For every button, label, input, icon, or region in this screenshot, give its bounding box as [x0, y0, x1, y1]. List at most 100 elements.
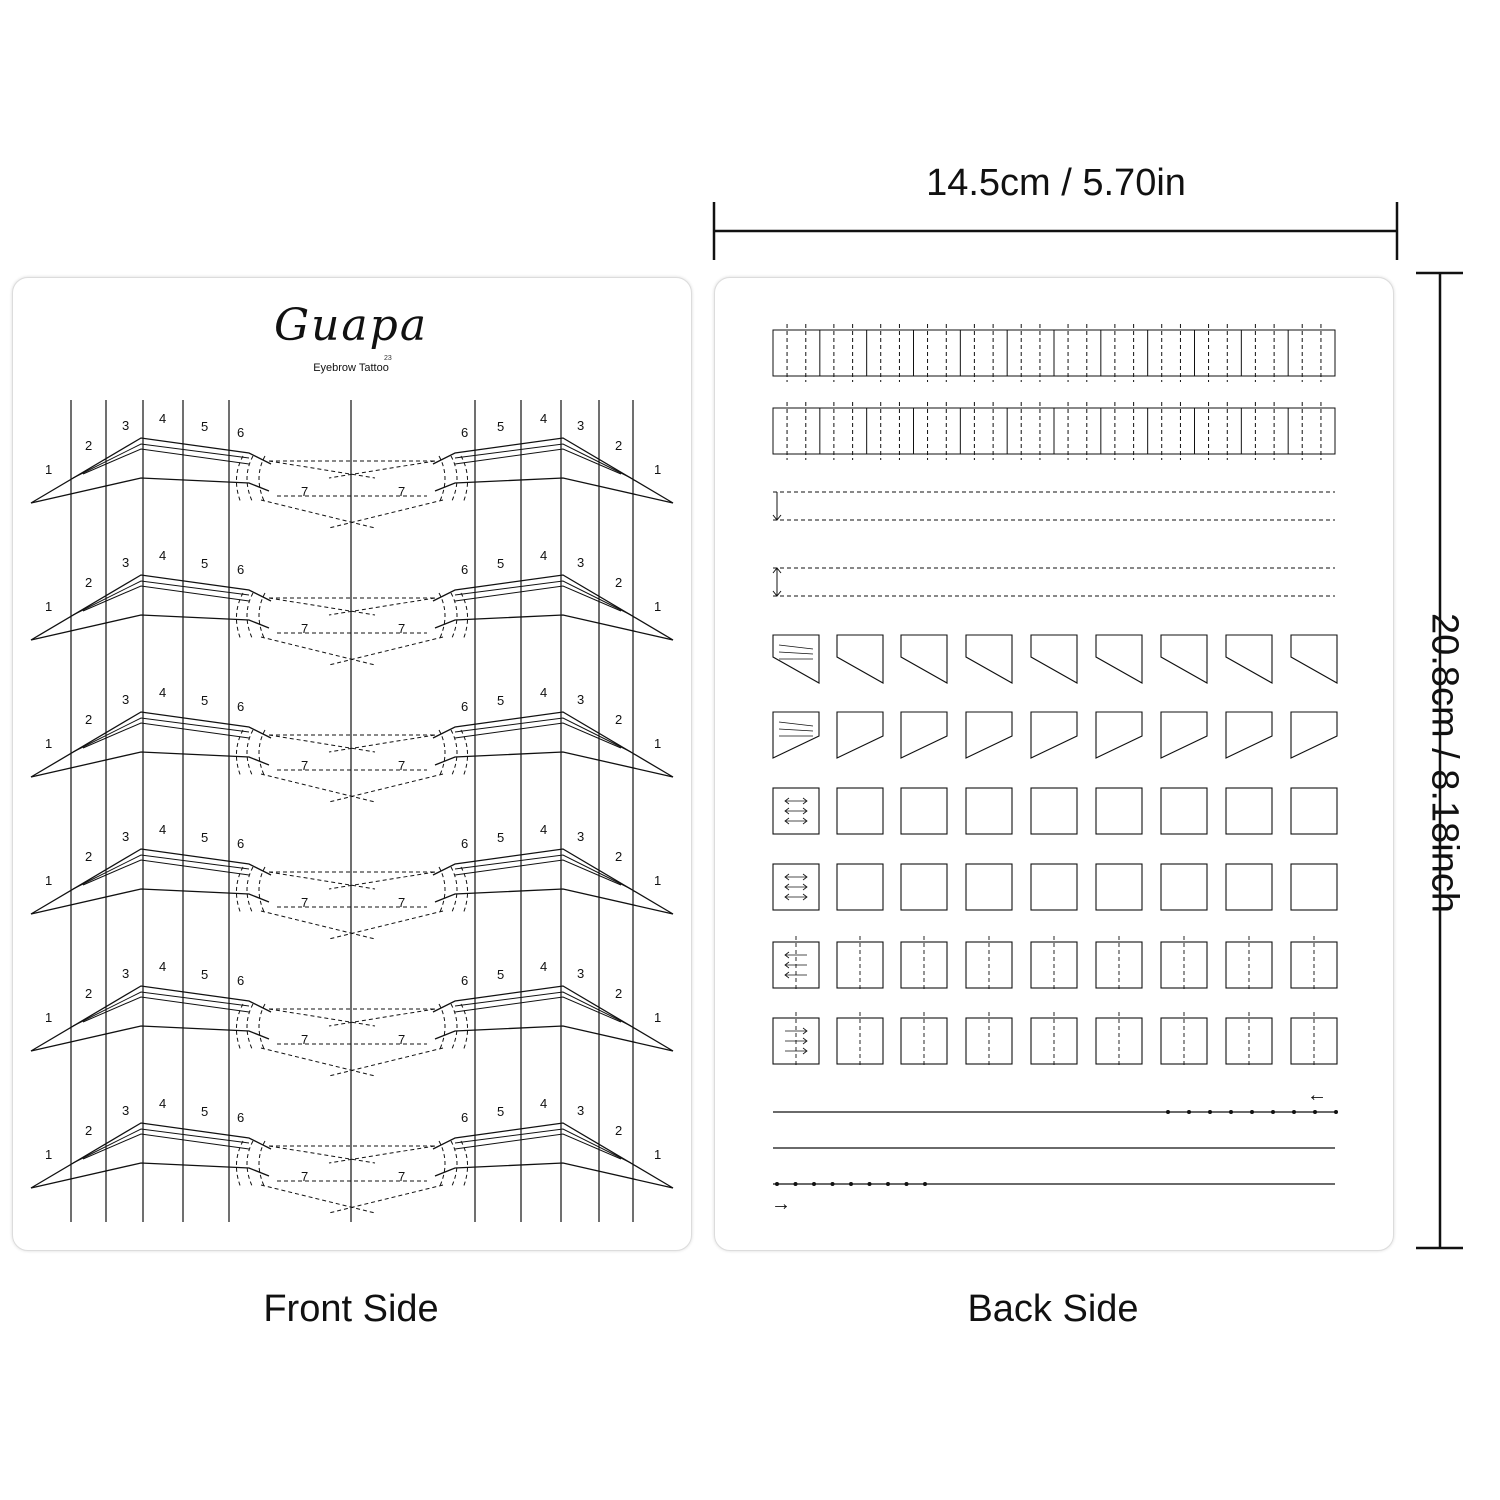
- square-cell: [1030, 787, 1078, 835]
- guide-number: 5: [497, 556, 504, 571]
- right-brow-head-curve: [450, 455, 458, 504]
- right-brow-head-curve: [460, 1003, 468, 1052]
- eyebrow-template: [30, 985, 674, 1077]
- brow-connector-diagonal: [328, 597, 436, 616]
- stroke-example: [778, 651, 814, 655]
- right-brow-inner-line: [454, 991, 632, 1027]
- guide-number: 2: [85, 986, 92, 1001]
- brow-connector-diagonal: [328, 734, 436, 753]
- square-example: [772, 863, 820, 911]
- right-brow-head-curve: [450, 866, 458, 915]
- guide-number: 4: [159, 822, 166, 837]
- right-brow-outline-bottom: [434, 1162, 674, 1189]
- square-cell: [900, 863, 948, 911]
- guide-number: 2: [85, 1123, 92, 1138]
- left-brow-head-curve: [246, 592, 254, 641]
- arrow-head: [772, 514, 782, 521]
- stroke-example: [778, 721, 814, 727]
- brow-connector-lower: [260, 1184, 376, 1214]
- left-brow-head-curve: [236, 866, 244, 915]
- left-brow-head-curve: [258, 1140, 266, 1189]
- left-brow-outline-top: [30, 437, 272, 504]
- trapezoid-row: [772, 634, 1338, 684]
- square-cell: [1225, 863, 1273, 911]
- right-brow-head-curve: [460, 455, 468, 504]
- right-brow-head-curve: [460, 592, 468, 641]
- guide-number: 6: [461, 1110, 468, 1125]
- trapezoid-cell: [1030, 634, 1078, 684]
- right-brow-inner-line: [454, 996, 622, 1023]
- brow-connector-lower: [260, 910, 376, 940]
- guide-number: 6: [461, 699, 468, 714]
- guide-number: 1: [654, 462, 661, 477]
- guide-number: 5: [497, 967, 504, 982]
- right-brow-outline-top: [432, 1122, 674, 1189]
- left-brow-head-curve: [258, 592, 266, 641]
- brow-connector-diagonal: [268, 1008, 376, 1027]
- guide-number: 2: [615, 986, 622, 1001]
- back-side-card: ←→: [714, 277, 1394, 1251]
- square-example: [772, 787, 820, 835]
- square-cell: [1225, 787, 1273, 835]
- guide-number: 3: [122, 966, 129, 981]
- dot-guide: [849, 1182, 853, 1186]
- guide-number: 3: [577, 555, 584, 570]
- solid-practice-lines: [773, 1111, 1335, 1185]
- dot-guide: [1229, 1110, 1233, 1114]
- guide-number: 7: [301, 621, 308, 636]
- guide-number: 5: [201, 1104, 208, 1119]
- guide-number: 1: [45, 1147, 52, 1162]
- square-cell: [836, 863, 884, 911]
- dot-guide: [1313, 1110, 1317, 1114]
- brow-connector-lower: [260, 499, 376, 529]
- guide-number: 7: [301, 1169, 308, 1184]
- arrow-head: [802, 1027, 808, 1035]
- left-brow-head-curve: [258, 729, 266, 778]
- dot-guide: [1292, 1110, 1296, 1114]
- right-brow-outline-bottom: [434, 751, 674, 778]
- back-practice-grid: ←→: [771, 324, 1338, 1215]
- trapezoid-cell: [965, 711, 1013, 759]
- guide-number: 2: [615, 575, 622, 590]
- guide-number: 4: [540, 1096, 547, 1111]
- guide-number: 5: [201, 419, 208, 434]
- left-brow-outline-bottom: [30, 751, 270, 778]
- guide-number: 7: [301, 1032, 308, 1047]
- left-brow-outline-bottom: [30, 1025, 270, 1052]
- guide-number: 1: [45, 1010, 52, 1025]
- guide-number: 6: [461, 973, 468, 988]
- arrow-head: [802, 1037, 808, 1045]
- trapezoid-cell: [965, 634, 1013, 684]
- right-brow-head-curve: [460, 866, 468, 915]
- stroke-example: [778, 644, 814, 650]
- back-side-caption: Back Side: [967, 1288, 1139, 1330]
- square-cell: [1095, 787, 1143, 835]
- right-brow-inner-line: [454, 854, 632, 890]
- arrow-head: [784, 971, 790, 979]
- stroke-example: [778, 728, 814, 732]
- right-brow-outline-bottom: [434, 477, 674, 504]
- guide-number: 2: [615, 1123, 622, 1138]
- square-cell: [836, 787, 884, 835]
- arrow-head: [772, 567, 782, 574]
- guide-number: 5: [497, 693, 504, 708]
- brow-connector-lower: [328, 1184, 444, 1214]
- dot-guide: [1334, 1110, 1338, 1114]
- square-cell: [965, 787, 1013, 835]
- eyebrow-template: [30, 437, 674, 529]
- guide-number: 6: [237, 1110, 244, 1125]
- square-cell: [1160, 787, 1208, 835]
- right-brow-head-curve: [450, 1003, 458, 1052]
- right-brow-inner-line: [454, 722, 622, 749]
- guide-number: 6: [237, 562, 244, 577]
- left-brow-inner-line: [72, 1128, 250, 1164]
- dot-guide: [1187, 1110, 1191, 1114]
- right-brow-inner-line: [454, 1133, 622, 1160]
- brow-connector-diagonal: [328, 460, 436, 479]
- square-row: [772, 1012, 1338, 1068]
- guide-number: 4: [159, 685, 166, 700]
- trapezoid-cell: [1225, 711, 1273, 759]
- guide-number: 3: [577, 829, 584, 844]
- right-brow-inner-line: [454, 585, 622, 612]
- square-cell: [1095, 863, 1143, 911]
